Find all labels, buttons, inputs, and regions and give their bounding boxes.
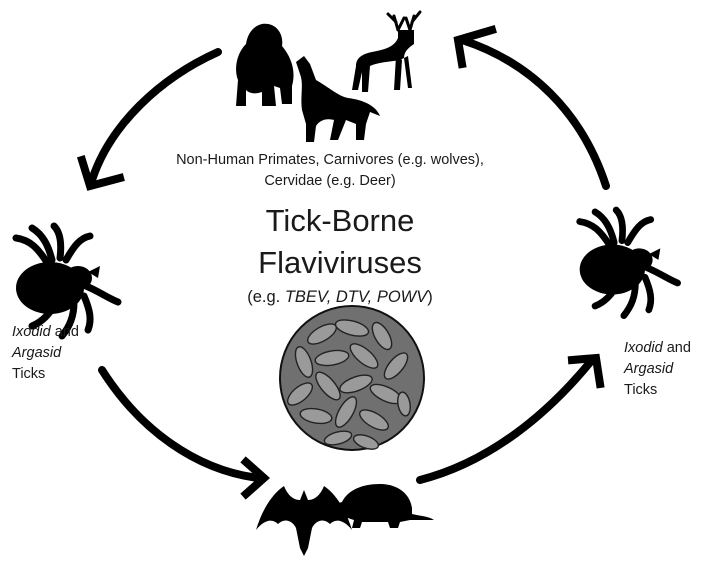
tick-icon-right — [580, 210, 678, 316]
cycle-arrow-top-left — [77, 48, 222, 191]
ticks-right-genus2: Argasid — [624, 361, 674, 377]
cycle-arrow-top-right — [453, 25, 610, 190]
tick-icon-left — [16, 226, 118, 336]
diagram-title: Tick-Borne Flaviviruses — [190, 200, 490, 284]
deer-icon — [352, 10, 422, 92]
wolf-icon — [296, 56, 380, 142]
ticks-left-genus2: Argasid — [12, 345, 62, 361]
bat-icon — [256, 486, 352, 556]
ticks-left-conj: and — [50, 324, 79, 340]
ticks-label-right: Ixodid and Argasid Ticks — [624, 338, 691, 401]
diagram-title-line1: Tick-Borne — [265, 203, 415, 238]
cycle-arrow-bottom-left — [98, 366, 271, 500]
virus-examples-suffix: ) — [427, 288, 433, 306]
ticks-right-conj: and — [662, 340, 691, 356]
ticks-label-left: Ixodid and Argasid Ticks — [12, 322, 79, 385]
vole-icon — [335, 484, 434, 528]
hosts-label: Non-Human Primates, Carnivores (e.g. wol… — [120, 150, 540, 192]
hosts-label-line2: Cervidae (e.g. Deer) — [264, 173, 396, 189]
gorilla-icon — [236, 23, 294, 106]
ticks-right-genus1: Ixodid — [624, 340, 663, 356]
cycle-arrow-bottom-right — [416, 353, 605, 484]
ticks-right-word: Ticks — [624, 382, 658, 398]
hosts-label-line1: Non-Human Primates, Carnivores (e.g. wol… — [176, 152, 484, 168]
virus-examples-names: TBEV, DTV, POWV — [284, 288, 428, 306]
virus-examples-prefix: (e.g. — [247, 288, 285, 306]
diagram-title-line2: Flaviviruses — [258, 245, 422, 280]
virus-examples: (e.g. TBEV, DTV, POWV) — [190, 288, 490, 307]
ticks-left-word: Ticks — [12, 366, 46, 382]
virus-particle-icon — [279, 305, 425, 451]
ticks-left-genus1: Ixodid — [12, 324, 51, 340]
